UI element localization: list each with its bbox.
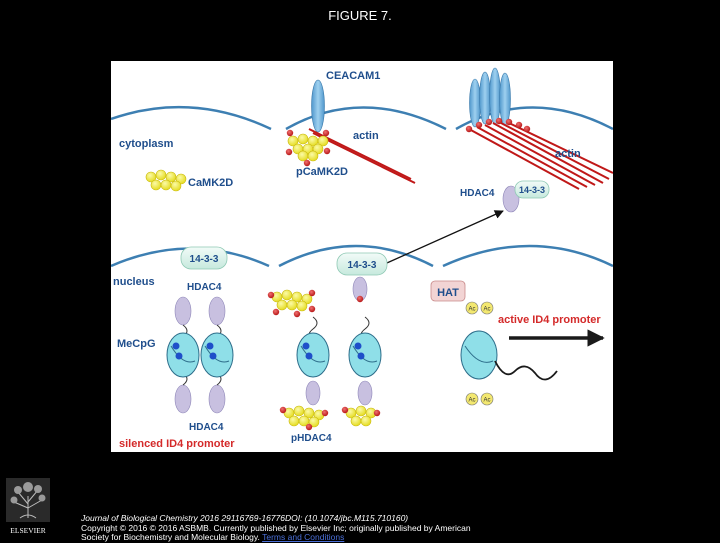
society-line: Society for Biochemistry and Molecular B… (81, 532, 641, 543)
camk2d-label: CaMK2D (188, 177, 233, 189)
svg-text:Ac: Ac (468, 307, 475, 313)
mecpg-label: MeCpG (117, 338, 156, 350)
active-promoter-label: active ID4 promoter (498, 314, 601, 326)
hdac4-nucleus-label: HDAC4 (187, 282, 222, 293)
export-arrow (368, 210, 504, 272)
figure-title: FIGURE 7. (328, 8, 392, 23)
mecpg-dots-left (172, 342, 217, 360)
ceacam1-label: CEACAM1 (326, 70, 380, 82)
hdac4-bottom-label: HDAC4 (189, 422, 224, 433)
camk2d-cluster (145, 169, 187, 192)
pathway-diagram: CEACAM1 actin pCaMK2D cytoplasm CaMK2D (111, 67, 613, 450)
ac-marks-bottom: Ac Ac (465, 392, 494, 406)
actin-label-right: actin (555, 148, 581, 160)
svg-text:Ac: Ac (483, 398, 490, 404)
nucleus-label: nucleus (113, 276, 155, 288)
actin-filaments-right (468, 122, 613, 190)
journal-citation: Journal of Biological Chemistry 2016 291… (81, 513, 409, 523)
svg-text:Ac: Ac (468, 398, 475, 404)
ceacam1-receptors-right (469, 67, 511, 128)
hat-label: HAT (437, 287, 459, 299)
nucleosome-right (460, 330, 498, 380)
actin-label-middle: actin (353, 130, 379, 142)
citation-footer: Journal of Biological Chemistry 2016 291… (81, 513, 641, 543)
plasma-membrane-left (111, 105, 272, 131)
elsevier-logo: ELSEVIER (6, 478, 50, 535)
hdac4-ovals-left (174, 296, 226, 414)
terms-link[interactable]: Terms and Conditions (262, 532, 345, 542)
box-1433-left (180, 246, 228, 270)
pcamk2d-cluster-nucleus (267, 289, 316, 318)
box-1433-left-label: 14-3-3 (190, 254, 219, 265)
box-1433-middle (336, 252, 388, 276)
hat-box (430, 280, 466, 302)
society-text: Society for Biochemistry and Molecular B… (81, 532, 260, 542)
box-1433-cytoplasm-label: 14-3-3 (519, 185, 545, 195)
phdac4-cluster (279, 405, 381, 431)
nuclear-membrane-right (442, 244, 613, 268)
pcamk2d-label: pCaMK2D (296, 166, 348, 178)
cytoplasm-label: cytoplasm (119, 138, 174, 150)
svg-text:Ac: Ac (483, 307, 490, 313)
figure-panel: CEACAM1 actin pCaMK2D cytoplasm CaMK2D (111, 61, 613, 452)
nuclear-membrane-middle (278, 244, 434, 268)
hdac4-cytoplasm-label: HDAC4 (460, 188, 495, 199)
elsevier-wordmark: ELSEVIER (10, 526, 45, 535)
ac-marks-top: Ac Ac (465, 301, 494, 315)
copyright-line: Copyright © 2016 © 2016 ASBMB. Currently… (81, 522, 471, 533)
box-1433-middle-label: 14-3-3 (348, 260, 377, 271)
plasma-membrane-middle (285, 106, 447, 131)
hdac4-ovals-middle-bottom (305, 380, 373, 406)
ceacam1-receptor (311, 79, 325, 133)
silenced-promoter-label: silenced ID4 promoter (119, 438, 235, 450)
dna-right (494, 360, 558, 381)
mecpg-dots-middle (302, 342, 365, 360)
box-1433-cytoplasm (514, 180, 550, 199)
phdac4-label: pHDAC4 (291, 433, 332, 444)
